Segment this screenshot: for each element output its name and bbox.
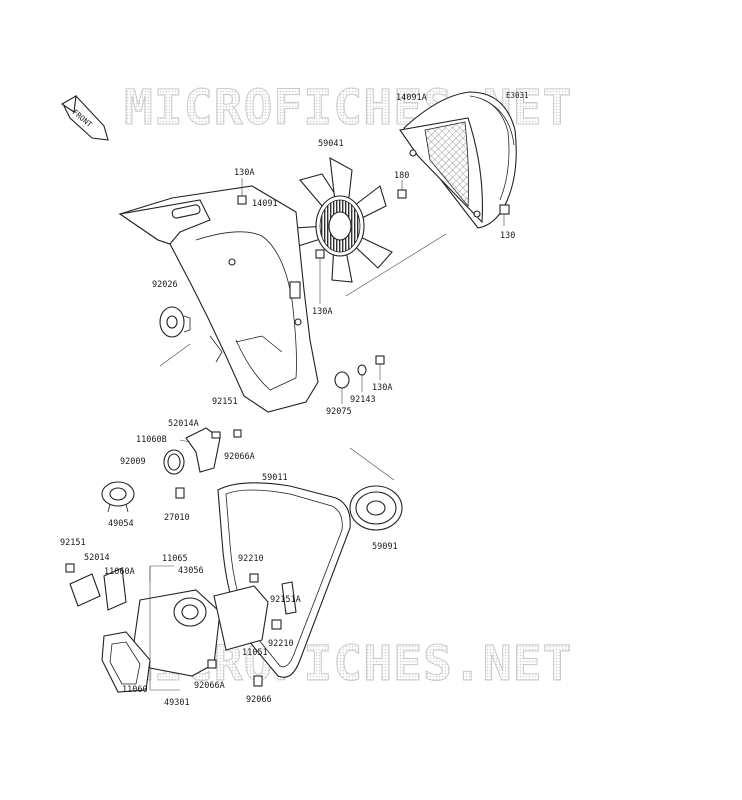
part-label-59011: 59011 <box>262 473 288 483</box>
diagram-code: E3031 <box>506 91 529 100</box>
part-label-49301: 49301 <box>164 698 190 708</box>
hub-92026 <box>159 306 191 338</box>
part-label-92151A: 92151A <box>270 595 301 605</box>
shroud-14091 <box>118 185 319 413</box>
part-label-11051: 11051 <box>242 648 268 658</box>
part-label-27010: 27010 <box>164 513 190 523</box>
fan-housing-14091A <box>399 91 517 229</box>
part-label-92066A-top: 92066A <box>224 452 255 462</box>
part-label-11065: 11065 <box>162 554 188 564</box>
bolt-130A-low <box>375 355 385 380</box>
part-labels: 14091A 59041 130A 14091 180 130 92026 13… <box>60 93 515 708</box>
part-label-59041: 59041 <box>318 139 344 149</box>
bolt-130 <box>499 204 510 226</box>
outlet-52014A <box>163 427 242 499</box>
part-label-14091A: 14091A <box>396 93 427 103</box>
bolt-130A-mid <box>315 249 325 304</box>
outlet-52014 <box>65 563 127 611</box>
part-label-92151-left: 92151 <box>60 538 86 548</box>
part-label-52014A: 52014A <box>168 419 199 429</box>
part-label-92075: 92075 <box>326 407 352 417</box>
washer-92143 <box>357 364 367 392</box>
front-arrow-icon: FRONT <box>60 94 109 141</box>
part-label-92143: 92143 <box>350 395 376 405</box>
part-label-92026: 92026 <box>152 280 178 290</box>
bolt-130A-top <box>237 178 247 205</box>
thermostat-49054 <box>101 481 135 513</box>
part-label-130A-low: 130A <box>372 383 392 393</box>
part-label-92151-top: 92151 <box>212 397 238 407</box>
part-label-92066: 92066 <box>246 695 272 705</box>
part-label-11060: 11060 <box>122 685 148 695</box>
pulley-59091 <box>349 485 403 531</box>
part-label-130A-mid: 130A <box>312 307 332 317</box>
nut-92075 <box>334 371 350 404</box>
part-label-49054: 49054 <box>108 519 134 529</box>
part-label-92210-top: 92210 <box>238 554 264 564</box>
part-label-11060A: 11060A <box>104 567 135 577</box>
part-label-43056: 43056 <box>178 566 204 576</box>
part-label-180: 180 <box>394 171 409 181</box>
part-label-130A-top: 130A <box>234 168 254 178</box>
part-label-92009: 92009 <box>120 457 146 467</box>
pump-49301 <box>101 573 297 693</box>
part-label-14091: 14091 <box>252 199 278 209</box>
bolt-180 <box>397 180 407 199</box>
part-label-59091: 59091 <box>372 542 398 552</box>
part-label-92066A-low: 92066A <box>194 681 225 691</box>
fan-59041 <box>291 157 393 283</box>
part-label-92210-low: 92210 <box>268 639 294 649</box>
part-label-130: 130 <box>500 231 515 241</box>
part-label-11060B: 11060B <box>136 435 167 445</box>
part-label-52014: 52014 <box>84 553 110 563</box>
